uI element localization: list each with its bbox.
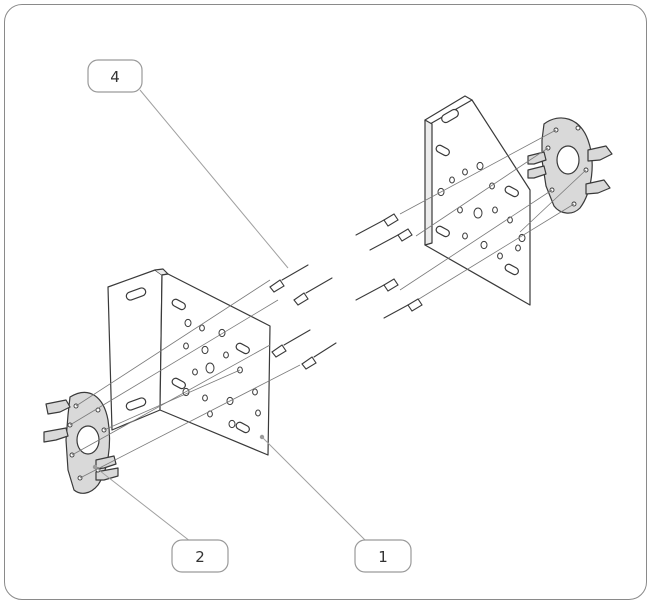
right-flange-clip-left-bottom <box>527 165 547 179</box>
left-flange-slot-top <box>125 287 147 301</box>
leader-line-4 <box>139 89 289 269</box>
left-alignment-lines <box>69 279 301 479</box>
right-flange-clip-top <box>587 145 613 162</box>
right-face-slot-3 <box>435 225 450 238</box>
right-flange-center-hole <box>556 145 580 175</box>
callout-4-label: 4 <box>110 68 120 86</box>
right-face-slot-1 <box>435 144 450 157</box>
left-flange-clip-lower <box>95 467 119 481</box>
left-bracket-holes <box>182 318 261 429</box>
leader-line-1 <box>261 436 371 546</box>
right-face-slot-4 <box>504 263 519 276</box>
callout-1-box <box>354 539 412 573</box>
rivet-left-3 <box>271 329 311 358</box>
right-face-slot-2 <box>504 185 519 198</box>
right-flange-slot <box>441 108 459 124</box>
right-alignment-lines <box>399 129 587 303</box>
leader-lines <box>94 89 371 546</box>
callout-4-box <box>87 59 143 93</box>
left-face-slot-2 <box>235 342 250 355</box>
left-rivets <box>269 264 337 370</box>
callout-2-box <box>171 539 229 573</box>
left-flange-slot-bottom <box>125 397 147 411</box>
rivet-right-3 <box>355 278 399 301</box>
right-bracket-bend <box>424 119 433 246</box>
rivet-left-2 <box>293 277 333 306</box>
left-flange-center-hole <box>76 425 100 455</box>
right-bracket-holes <box>437 161 526 260</box>
rivet-right-4 <box>383 298 423 319</box>
left-face-slot-1 <box>171 298 186 311</box>
left-flange-clip-mid <box>43 427 69 443</box>
callout-2: 2 <box>171 539 229 573</box>
left-face-slot-4 <box>235 421 250 434</box>
right-rivets <box>355 213 423 319</box>
right-angle-bracket <box>424 95 531 306</box>
callout-1-label: 1 <box>378 548 388 566</box>
rivet-left-4 <box>301 342 337 370</box>
callout-2-label: 2 <box>195 548 205 566</box>
leader-line-2 <box>94 466 196 546</box>
rivet-right-2 <box>369 228 413 251</box>
callout-1: 1 <box>354 539 412 573</box>
callout-4: 4 <box>87 59 143 93</box>
left-angle-bracket <box>107 268 271 456</box>
right-round-flange <box>527 117 613 214</box>
left-face-slot-3 <box>171 377 186 390</box>
rivet-left-1 <box>269 264 309 293</box>
rivet-right-1 <box>355 213 399 236</box>
right-flange-clip-mid <box>585 179 611 195</box>
left-flange-clip-top <box>45 399 71 415</box>
